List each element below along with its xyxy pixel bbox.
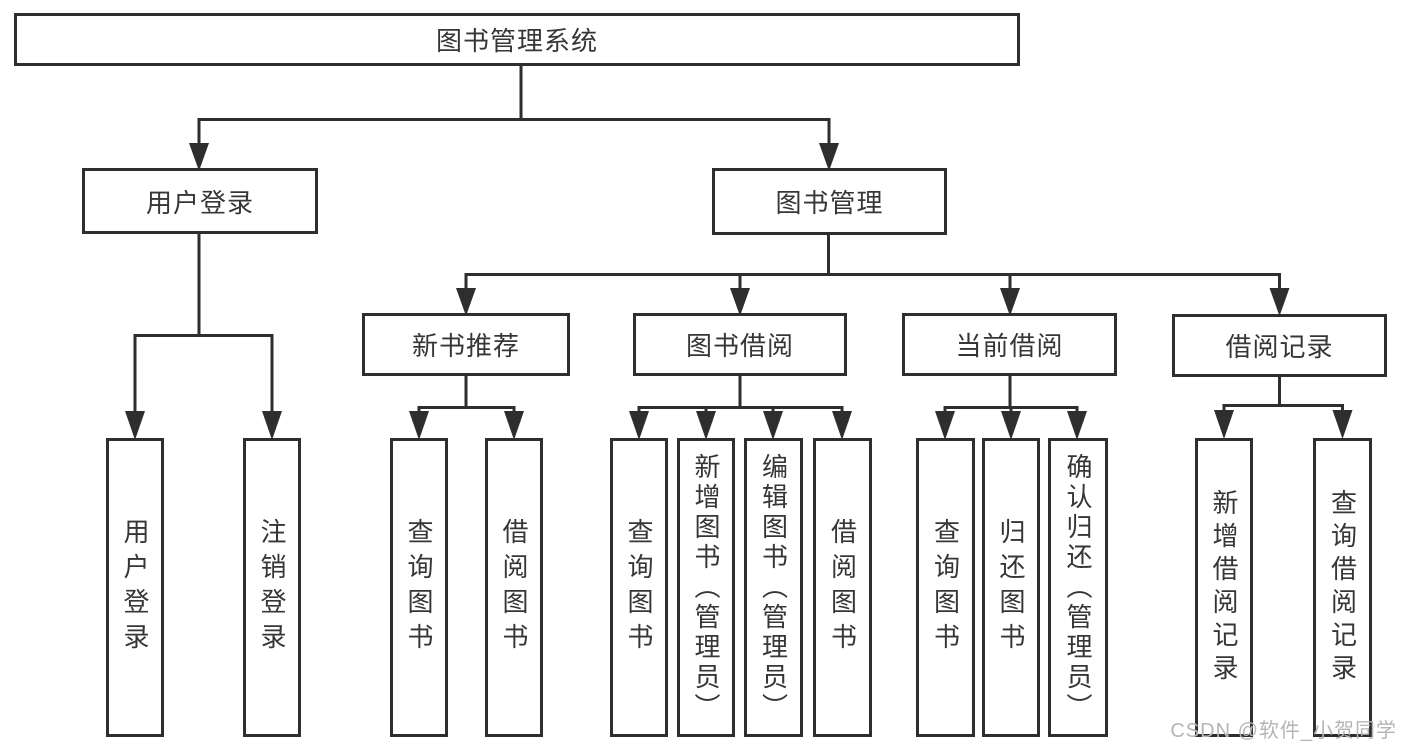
node-new-book-recommendation-label: 新书推荐	[411, 331, 520, 361]
leaf-br-query-borrow-record-label: 查询借阅记录	[1327, 488, 1358, 687]
leaf-rec-borrow-books: 借阅图书	[485, 438, 543, 737]
node-book-borrowing-label: 图书借阅	[685, 331, 794, 361]
leaf-logout-login: 注销登录	[243, 438, 301, 737]
leaf-bb-edit-books-admin: 编辑图书（管理员）	[744, 438, 803, 737]
leaf-cb-query-books-label: 查询图书	[930, 517, 961, 658]
leaf-rec-query-books-label: 查询图书	[404, 517, 434, 658]
node-current-borrowing-label: 当前借阅	[955, 331, 1064, 361]
leaf-bb-edit-books-admin-label: 编辑图书（管理员）	[758, 452, 789, 723]
node-library-system-label: 图书管理系统	[435, 26, 598, 56]
node-borrowing-records-label: 借阅记录	[1225, 332, 1334, 362]
node-borrowing-records: 借阅记录	[1172, 314, 1387, 377]
leaf-bb-borrow-books-label: 借阅图书	[827, 517, 858, 658]
leaf-bb-borrow-books: 借阅图书	[813, 438, 872, 737]
node-book-management: 图书管理	[712, 168, 947, 235]
node-new-book-recommendation: 新书推荐	[362, 313, 570, 376]
leaf-br-add-borrow-record-label: 新增借阅记录	[1209, 488, 1239, 687]
node-user-login-label: 用户登录	[145, 187, 254, 218]
leaf-rec-query-books: 查询图书	[390, 438, 448, 737]
node-user-login: 用户登录	[82, 168, 318, 234]
node-book-management-label: 图书管理	[775, 188, 884, 218]
leaf-bb-query-books: 查询图书	[610, 438, 668, 737]
leaf-cb-confirm-return-admin: 确认归还（管理员）	[1048, 438, 1108, 737]
leaf-bb-add-books-admin-label: 新增图书（管理员）	[691, 452, 721, 723]
leaf-cb-return-books-label: 归还图书	[996, 517, 1026, 658]
node-current-borrowing: 当前借阅	[902, 313, 1117, 376]
leaf-bb-add-books-admin: 新增图书（管理员）	[677, 438, 735, 737]
leaf-bb-query-books-label: 查询图书	[624, 517, 654, 658]
leaf-cb-query-books: 查询图书	[916, 438, 975, 737]
leaf-br-add-borrow-record: 新增借阅记录	[1195, 438, 1253, 737]
leaf-logout-login-label: 注销登录	[257, 517, 287, 658]
leaf-br-query-borrow-record: 查询借阅记录	[1313, 438, 1372, 737]
leaf-user-login: 用户登录	[106, 438, 164, 737]
leaf-user-login-label: 用户登录	[120, 517, 150, 658]
leaf-cb-return-books: 归还图书	[982, 438, 1040, 737]
leaf-rec-borrow-books-label: 借阅图书	[499, 517, 529, 658]
node-book-borrowing: 图书借阅	[633, 313, 847, 376]
leaf-cb-confirm-return-admin-label: 确认归还（管理员）	[1063, 452, 1093, 723]
node-library-system: 图书管理系统	[14, 13, 1020, 66]
watermark-text: CSDN @软件_小贺同学	[1170, 720, 1397, 742]
